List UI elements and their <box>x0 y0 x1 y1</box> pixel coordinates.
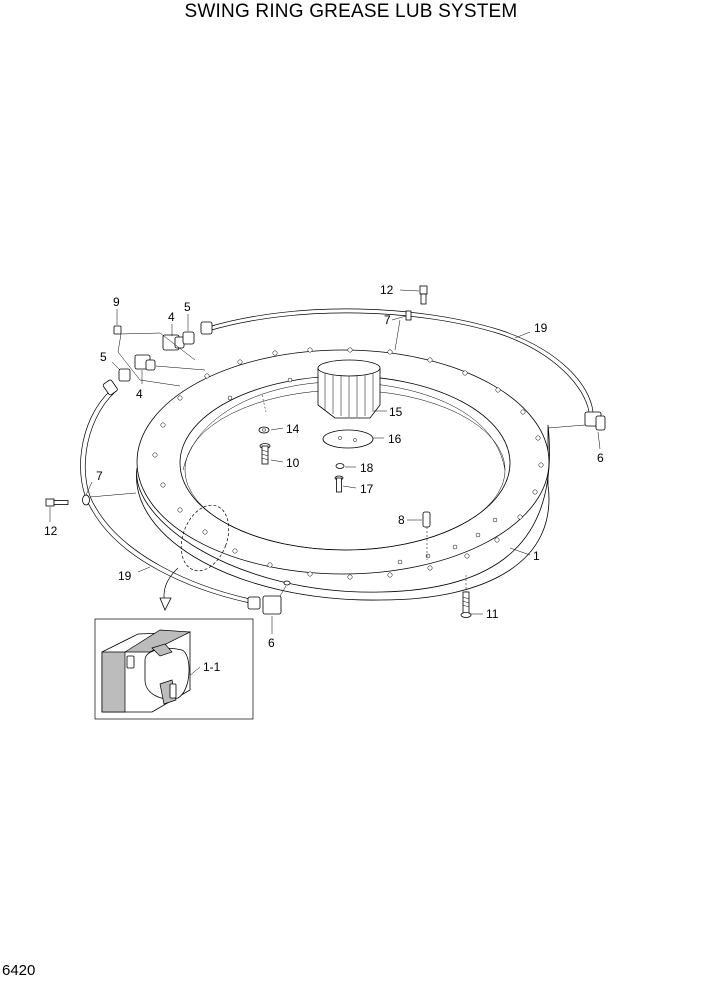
bolt-12-top <box>419 285 428 305</box>
callout-16: 16 <box>388 432 402 446</box>
elbow-fitting-6-right <box>547 411 606 431</box>
pin-8 <box>422 511 431 560</box>
leader-lines <box>49 289 601 683</box>
callout-19-bottom: 19 <box>118 569 132 583</box>
elbow-fitting-6-bottom <box>247 580 291 615</box>
callout-7-top: 7 <box>384 313 391 327</box>
callout-labels: 12 7 19 9 5 4 5 4 15 14 16 10 18 17 6 7 … <box>44 283 604 674</box>
hose-clip-7-left <box>82 492 137 506</box>
bolt-12-left <box>45 498 69 507</box>
bolt-11 <box>460 575 472 618</box>
pinion-gear <box>317 359 381 419</box>
ring-outer-band <box>136 424 550 601</box>
bolt-10 <box>259 443 271 465</box>
callout-1: 1 <box>533 549 540 563</box>
callout-11: 11 <box>486 607 499 621</box>
callout-9: 9 <box>113 295 120 309</box>
callout-8: 8 <box>398 513 405 527</box>
grease-hose-left <box>80 379 251 604</box>
grease-hose-right <box>200 308 594 413</box>
callout-19-top: 19 <box>534 321 548 335</box>
callout-5-left: 5 <box>100 350 107 364</box>
callout-6-bottom: 6 <box>268 636 275 650</box>
washer-18 <box>335 463 345 469</box>
callout-18: 18 <box>360 461 374 475</box>
callout-1-1: 1-1 <box>203 660 221 674</box>
hose-clip-7-top <box>394 310 412 351</box>
cover-plate <box>322 429 374 449</box>
diagram-title: SWING RING GREASE LUB SYSTEM <box>184 1 518 22</box>
callout-4-top: 4 <box>168 310 175 324</box>
callout-4-left: 4 <box>136 387 143 401</box>
fittings-4-5-9 <box>113 325 206 387</box>
swing-ring-bearing <box>136 347 550 611</box>
detail-inset <box>94 618 254 720</box>
callout-5-top: 5 <box>184 300 191 314</box>
callout-6-right: 6 <box>597 451 604 465</box>
ring-bolt-holes <box>152 347 544 580</box>
detail-view-marker <box>180 504 230 572</box>
callout-7-left: 7 <box>96 469 103 483</box>
callout-10: 10 <box>286 456 300 470</box>
callout-14: 14 <box>286 422 300 436</box>
bolt-17 <box>334 475 344 493</box>
callout-17: 17 <box>360 482 374 496</box>
page-number: 6420 <box>2 962 36 979</box>
callout-12-top: 12 <box>380 283 394 297</box>
callout-12-left: 12 <box>44 524 58 538</box>
callout-15: 15 <box>389 405 403 419</box>
